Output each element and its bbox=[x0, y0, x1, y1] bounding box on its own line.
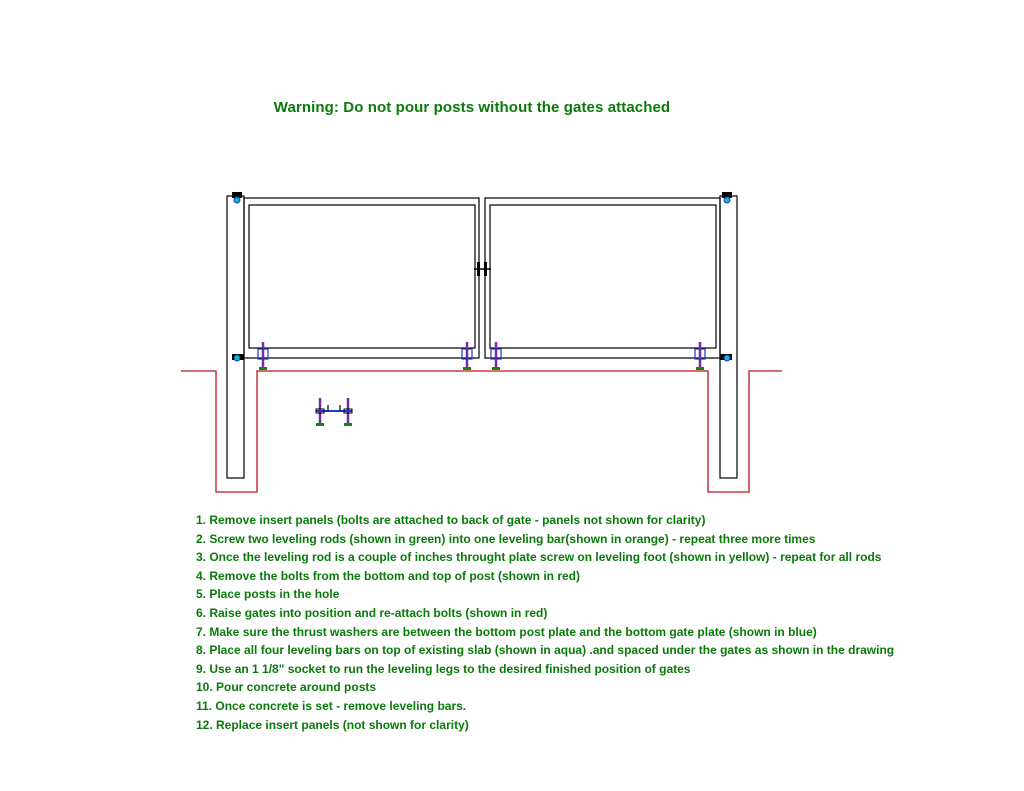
right-post bbox=[719, 195, 738, 479]
grade-line bbox=[181, 370, 782, 493]
bottom-left-hinge-bolt bbox=[232, 354, 244, 362]
step-item: 10. Pour concrete around posts bbox=[196, 680, 377, 695]
leveling-rod-2 bbox=[461, 342, 473, 370]
step-item: 11. Once concrete is set - remove leveli… bbox=[196, 698, 467, 713]
step-item: 1. Remove insert panels (bolts are attac… bbox=[196, 513, 706, 527]
step-item: 8. Place all four leveling bars on top o… bbox=[196, 643, 895, 658]
warning-title: Warning: Do not pour posts without the g… bbox=[273, 99, 671, 116]
leveling-rod-3 bbox=[490, 342, 502, 370]
left-post bbox=[226, 195, 245, 479]
step-item: 2. Screw two leveling rods (shown in gre… bbox=[196, 531, 816, 546]
center-latch bbox=[474, 262, 491, 276]
leveling-rod-1 bbox=[257, 342, 269, 370]
leveling-rod-4 bbox=[694, 342, 706, 370]
top-right-hinge-bolt bbox=[722, 192, 732, 204]
step-item: 7. Make sure the thrust washers are betw… bbox=[196, 624, 817, 639]
gate-installation-drawing bbox=[181, 192, 782, 493]
leveling-bar-detail bbox=[315, 398, 353, 426]
right-gate bbox=[484, 197, 721, 359]
bottom-right-hinge-bolt bbox=[720, 354, 732, 362]
instruction-list: 1. Remove insert panels (bolts are attac… bbox=[196, 511, 894, 734]
step-item: 9. Use an 1 1/8" socket to run the level… bbox=[196, 661, 691, 676]
top-left-hinge-bolt bbox=[232, 192, 242, 204]
left-gate bbox=[243, 197, 480, 359]
step-item: 5. Place posts in the hole bbox=[196, 587, 340, 602]
step-item: 12. Replace insert panels (not shown for… bbox=[196, 717, 469, 732]
step-item: 4. Remove the bolts from the bottom and … bbox=[196, 568, 580, 583]
step-item: 3. Once the leveling rod is a couple of … bbox=[196, 550, 882, 565]
step-item: 6. Raise gates into position and re-atta… bbox=[196, 605, 548, 620]
